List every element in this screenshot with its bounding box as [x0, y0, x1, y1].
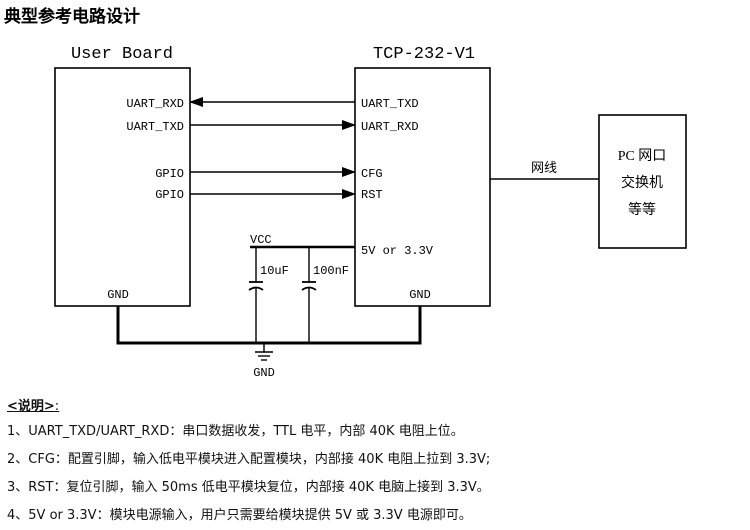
- capacitor-100nf-label: 100nF: [313, 264, 349, 278]
- pc-box-line-3: 等等: [628, 201, 656, 218]
- module-box: [354, 67, 491, 307]
- pc-box: [598, 114, 687, 249]
- capacitor-100nf: [301, 247, 317, 343]
- capacitor-10uf: [248, 247, 264, 343]
- page-title: 典型参考电路设计: [4, 7, 140, 27]
- module-pin-uart-rxd: UART_RXD: [361, 120, 419, 134]
- notes-header: <说明>:: [7, 396, 745, 418]
- user-board-pin-uart-rxd: UART_RXD: [126, 97, 184, 111]
- vcc-label: VCC: [250, 233, 272, 247]
- notes-header-text: <说明>: [7, 399, 55, 414]
- module-pin-gnd: GND: [409, 288, 431, 302]
- notes-section: <说明>: 1、UART_TXD/UART_RXD：串口数据收发，TTL 电平，…: [7, 396, 745, 530]
- notes-header-colon: :: [54, 399, 60, 414]
- module-pin-rst: RST: [361, 188, 383, 202]
- ground-wire: [116, 306, 422, 345]
- note-item-4: 4、5V or 3.3V：模块电源输入，用户只需要给模块提供 5V 或 3.3V…: [7, 508, 472, 523]
- module-pin-power: 5V or 3.3V: [361, 244, 434, 258]
- ground-label: GND: [253, 366, 275, 380]
- module-pin-uart-txd: UART_TXD: [361, 97, 419, 111]
- user-board-pin-gpio-2: GPIO: [155, 188, 184, 202]
- note-item-2: 2、CFG：配置引脚，输入低电平模块进入配置模块，内部接 40K 电阻上拉到 3…: [7, 452, 491, 467]
- user-board-pin-gpio-1: GPIO: [155, 167, 184, 181]
- network-cable-label: 网线: [531, 160, 557, 175]
- user-board-title: User Board: [71, 45, 173, 64]
- capacitor-10uf-label: 10uF: [260, 264, 289, 278]
- user-board-pin-uart-txd: UART_TXD: [126, 120, 184, 134]
- module-title: TCP-232-V1: [373, 45, 475, 64]
- pc-box-line-1: PC 网口: [618, 149, 667, 164]
- reference-circuit-diagram: User Board UART_RXD UART_TXD GPIO GPIO G…: [54, 45, 687, 380]
- pc-box-line-2: 交换机: [621, 174, 663, 191]
- user-board-box: [54, 67, 191, 307]
- module-pin-cfg: CFG: [361, 167, 383, 181]
- user-board-pin-gnd: GND: [107, 288, 129, 302]
- note-item-3: 3、RST：复位引脚，输入 50ms 低电平模块复位，内部接 40K 电脑上接到…: [7, 480, 490, 495]
- note-item-1: 1、UART_TXD/UART_RXD：串口数据收发，TTL 电平，内部 40K…: [7, 424, 464, 439]
- ground-icon: [255, 351, 273, 361]
